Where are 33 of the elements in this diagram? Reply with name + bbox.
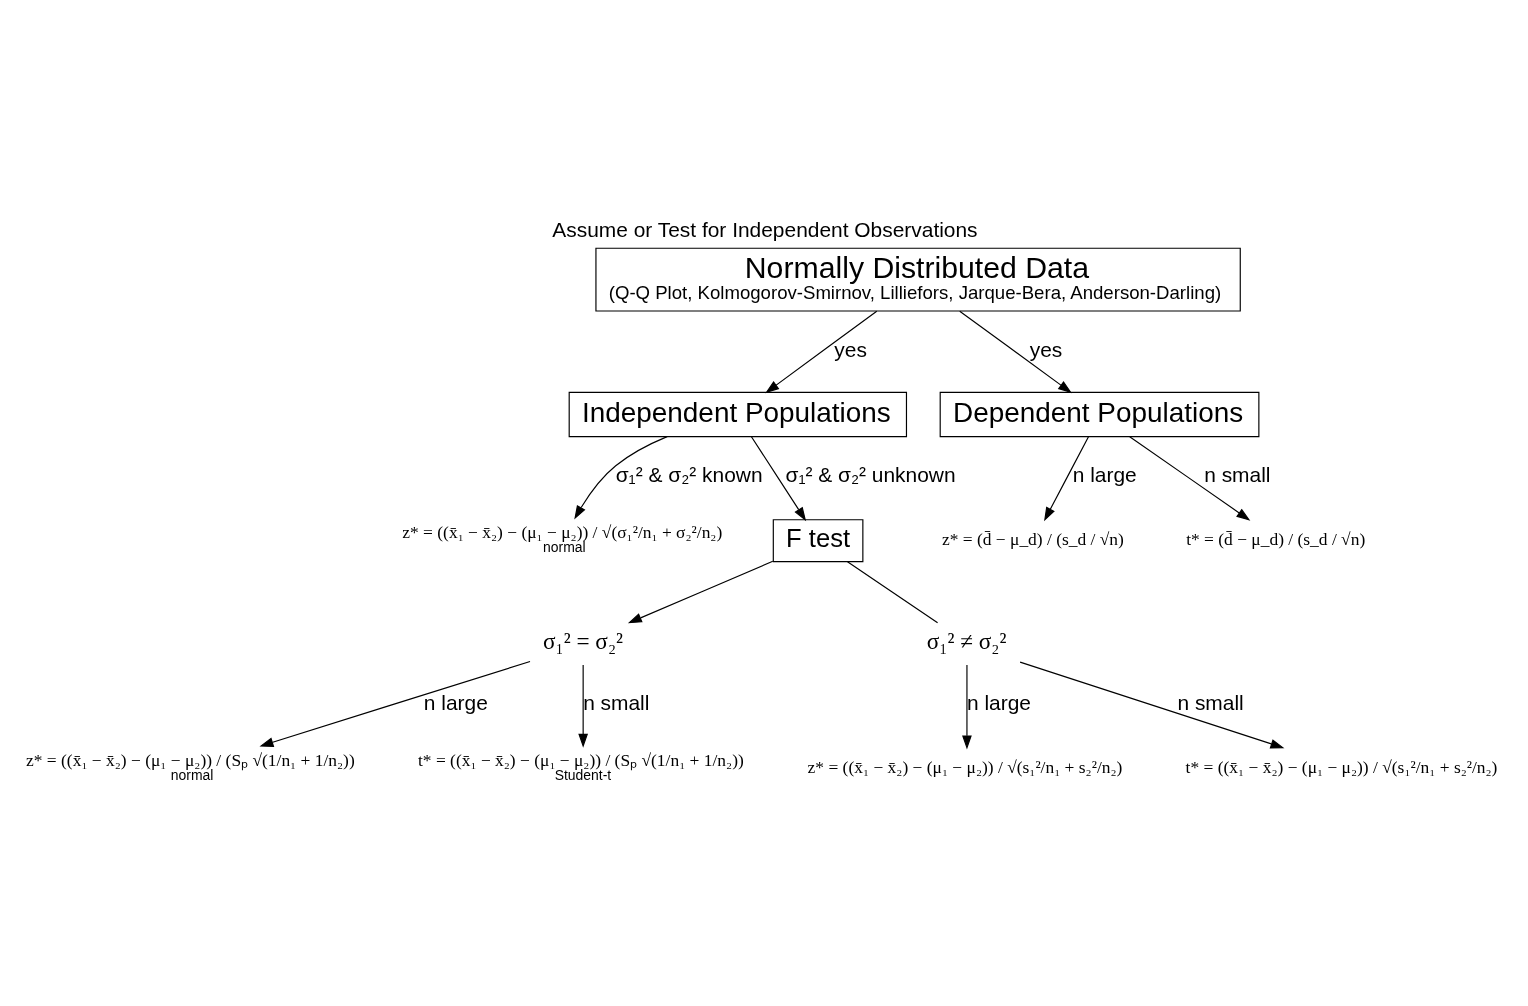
- edge-label: n small: [1177, 690, 1244, 714]
- connector: [846, 560, 939, 623]
- arrow: [1019, 661, 1285, 748]
- arrow: [627, 560, 774, 623]
- arrow: [574, 435, 668, 519]
- node-text: σ₁² ≠ σ₂²: [926, 627, 1007, 654]
- diagram-title: Assume or Test for Independent Observations: [552, 217, 978, 241]
- arrow: [959, 310, 1072, 393]
- node-box: Normally Distributed Data (Q-Q Plot, Kolmogorov-Smirnov, Lilliefors, Jarque-Bera, Anderson-Darling): [595, 247, 1241, 312]
- node-box: F test: [772, 518, 864, 562]
- edge-label: n small: [1204, 462, 1271, 486]
- arrow: [1129, 435, 1251, 521]
- node-text: σ₁² = σ₂²: [543, 627, 623, 654]
- edge-label: n large: [423, 690, 488, 714]
- edge-label: n small: [583, 690, 650, 714]
- node-text: t* = ((x̄₁ − x̄₂) − (μ₁ − μ₂)) / √(s₁²/n₁ + s₂²/n₂): [1185, 756, 1498, 777]
- edge-label: n large: [1072, 462, 1137, 486]
- node-box: Dependent Populations: [939, 391, 1260, 437]
- node-text: z* = ((x̄₁ − x̄₂) − (μ₁ − μ₂)) / √(s₁²/n₁ + s₂²/n₂): [807, 756, 1123, 777]
- arrow: [1044, 435, 1090, 521]
- edge-label: yes: [1029, 337, 1063, 361]
- edge-label: σ₁² & σ₂² known: [615, 462, 763, 486]
- arrow: [765, 310, 878, 393]
- arrow: [962, 664, 972, 749]
- node-text: t* = (d̄ − μ_d) / (s_d / √n): [1186, 528, 1366, 549]
- edge-label: yes: [834, 337, 867, 361]
- arrow: [750, 435, 807, 521]
- node-text: z* = (d̄ − μ_d) / (s_d / √n): [941, 528, 1124, 549]
- edge-label: σ₁² & σ₂² unknown: [785, 462, 956, 486]
- edge-label: n large: [966, 690, 1031, 714]
- arrow: [259, 660, 531, 747]
- arrow: [578, 664, 589, 748]
- node-box: Independent Populations: [568, 391, 908, 437]
